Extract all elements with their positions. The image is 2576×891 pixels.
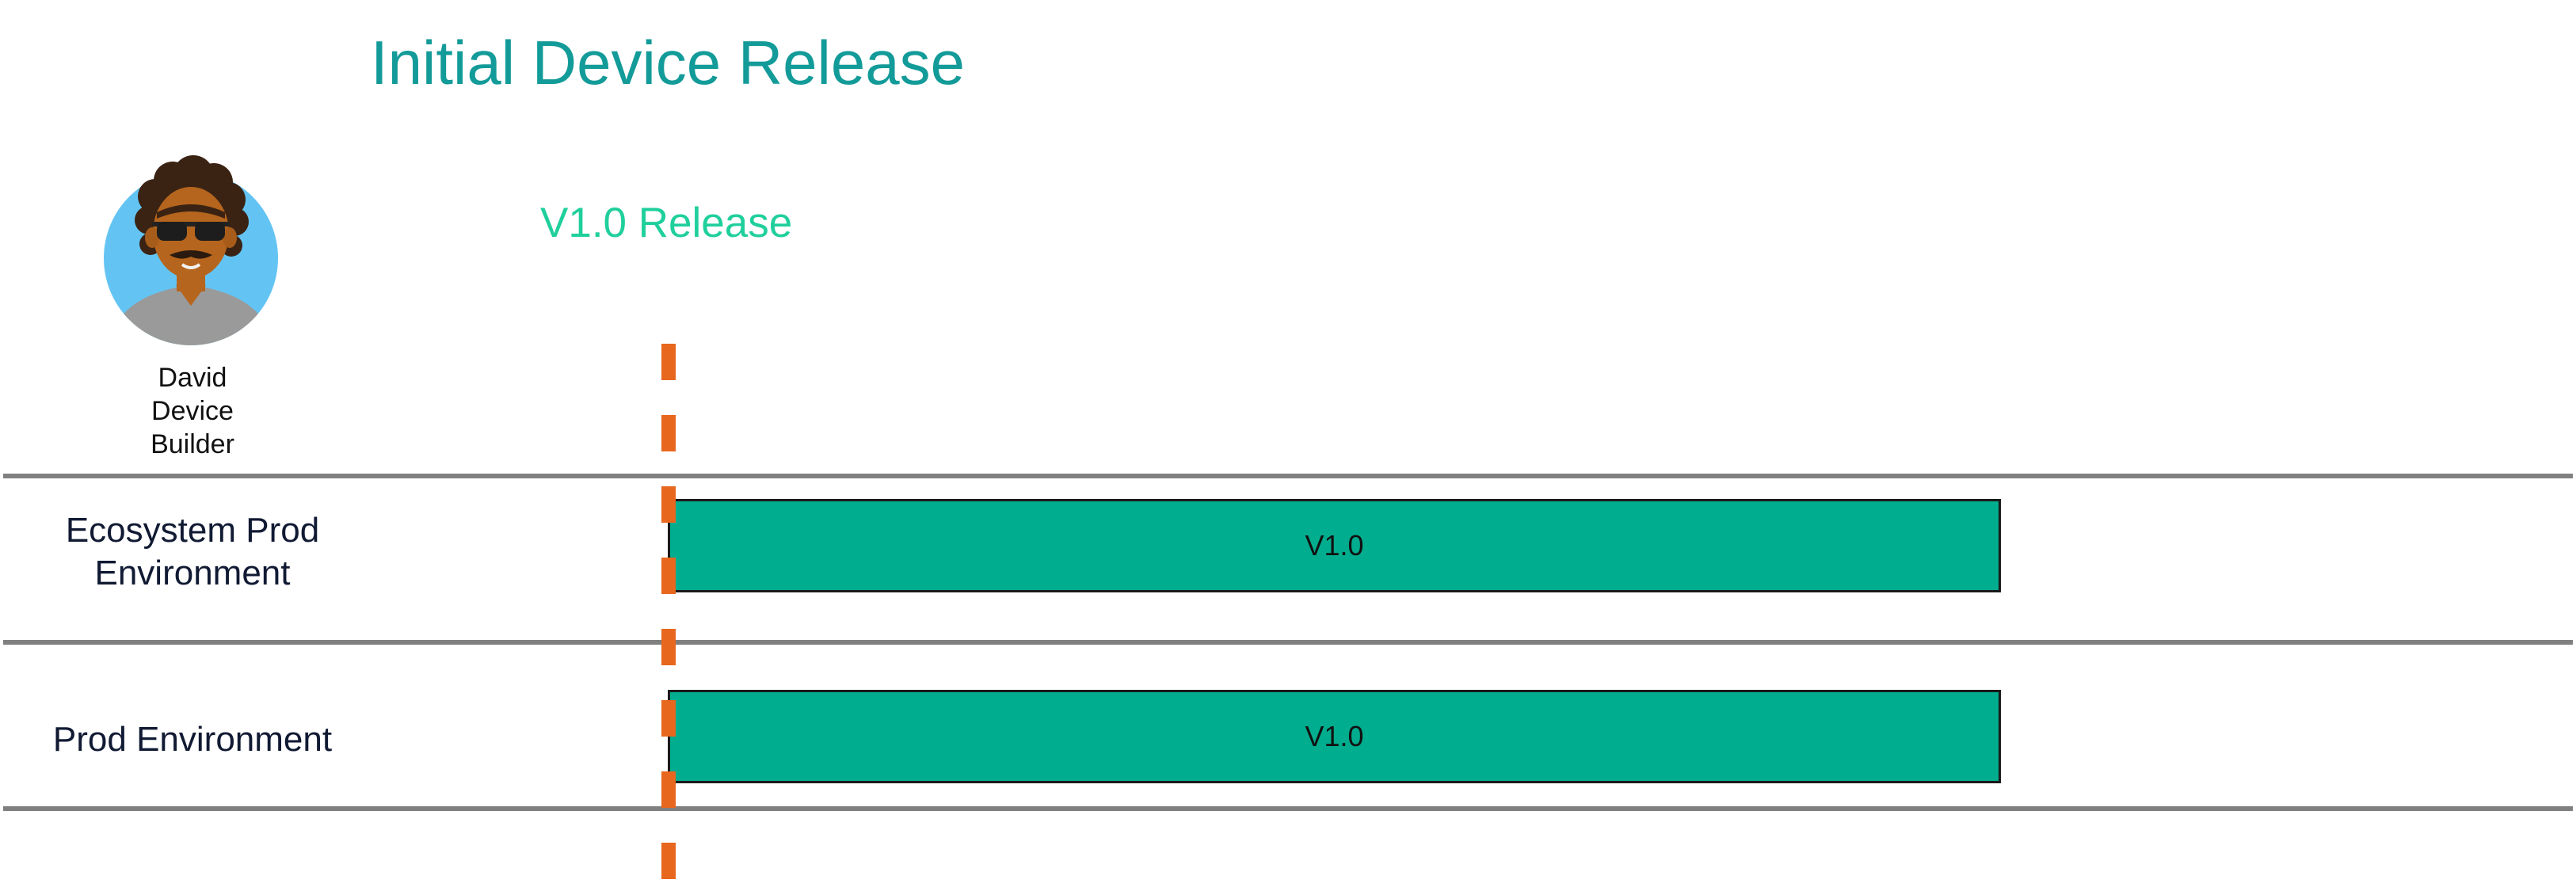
persona-name-line: Builder — [151, 429, 234, 459]
version-bar-prod: V1.0 — [668, 690, 2001, 783]
release-marker-line — [661, 344, 676, 891]
lane-label-line: Ecosystem Prod — [65, 511, 320, 550]
lane-label-prod: Prod Environment — [0, 718, 385, 761]
lane-label-line: Prod Environment — [52, 720, 333, 759]
version-bar-ecosystem-prod: V1.0 — [668, 499, 2001, 592]
diagram-title: Initial Device Release — [371, 28, 966, 97]
persona-name: David Device Builder — [79, 361, 306, 461]
lane-label-ecosystem-prod: Ecosystem Prod Environment — [0, 509, 385, 595]
persona-name-line: David — [158, 363, 227, 393]
person-avatar-icon — [104, 155, 278, 345]
release-label: V1.0 Release — [540, 200, 793, 246]
lane-label-line: Environment — [94, 554, 291, 592]
persona-name-line: Device — [151, 396, 234, 426]
lane-divider — [3, 806, 2573, 811]
lane-divider — [3, 640, 2573, 645]
lane-divider — [3, 474, 2573, 478]
